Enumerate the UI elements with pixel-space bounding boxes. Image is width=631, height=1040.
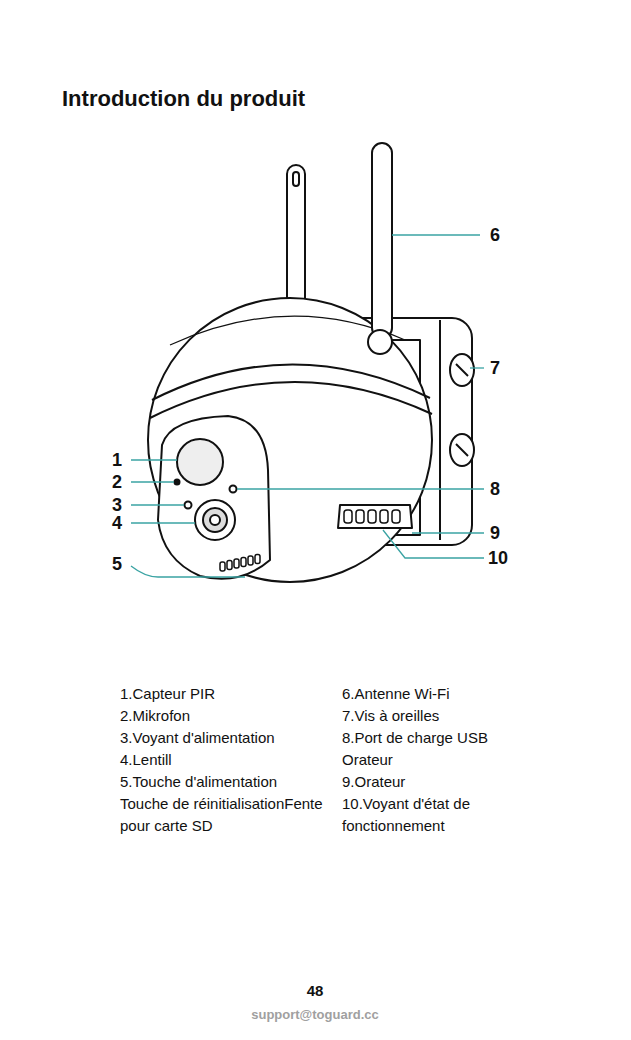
part-name: 7.Vis à oreilles [342, 705, 517, 727]
page-title: Introduction du produit [62, 86, 305, 112]
callout-number: 7 [490, 357, 500, 379]
callout-number: 5 [112, 553, 122, 575]
power-led [185, 502, 192, 509]
leader-line [237, 488, 484, 489]
leader-lines [131, 235, 484, 577]
antenna [372, 143, 392, 338]
support-email: support@toguard.cc [251, 1004, 379, 1026]
part-name: 2.Mikrofon [120, 705, 320, 727]
pir-sensor [177, 439, 223, 485]
leader-line [131, 566, 245, 577]
leader-line [412, 532, 484, 533]
grille-slot [248, 556, 253, 565]
leader-line [131, 522, 195, 523]
speaker-slot [344, 510, 352, 523]
antenna-hole [293, 172, 299, 186]
speaker-slot [368, 510, 376, 523]
part-name: 5.Touche d'alimentation Touche de réinit… [120, 771, 325, 837]
grille-slot [255, 555, 260, 564]
part-name: 9.Orateur [342, 771, 517, 793]
lens [203, 508, 227, 532]
microphone [175, 480, 180, 485]
callout-number: 1 [112, 449, 122, 471]
callout-number: 2 [112, 471, 122, 493]
speaker-slot [356, 510, 364, 523]
speaker-slot [380, 510, 388, 523]
part-name: 1.Capteur PIR [120, 683, 320, 705]
part-name: 3.Voyant d'alimentation [120, 727, 325, 749]
part-name: 10.Voyant d'état de fonctionnement [342, 793, 512, 837]
callout-number: 4 [112, 512, 122, 534]
leader-line [131, 459, 177, 460]
antenna-joint [368, 330, 392, 354]
grille-slot [241, 558, 246, 567]
speaker-slot [392, 510, 400, 523]
usb-port [230, 486, 237, 493]
mount-edge [439, 320, 441, 540]
face-plate [158, 416, 270, 579]
ear-screw [450, 434, 474, 466]
callout-number: 8 [490, 478, 500, 500]
grille-slot [234, 559, 239, 568]
callout-number: 10 [488, 547, 508, 569]
leader-line [131, 481, 174, 482]
ear-screw [450, 354, 474, 386]
leader-line [470, 367, 484, 368]
callout-number: 9 [490, 522, 500, 544]
grille-slot [220, 562, 225, 571]
screw-slot [456, 444, 468, 456]
lens-glint [210, 515, 220, 525]
leader-line [392, 234, 480, 235]
speaker-plate [338, 505, 412, 528]
dome [148, 298, 432, 582]
page-number: 48 [307, 980, 324, 1002]
screw-slot [456, 364, 468, 376]
lens-ring [195, 500, 235, 540]
callout-number: 6 [490, 224, 500, 246]
grille-slot [227, 561, 232, 570]
part-name: 6.Antenne Wi-Fi [342, 683, 517, 705]
part-name: 4.Lentill [120, 749, 320, 771]
part-name: 8.Port de charge USB Orateur [342, 727, 507, 771]
callout-number: 3 [112, 494, 122, 516]
leader-line [131, 504, 184, 505]
dome-band [150, 382, 432, 418]
leader-line [383, 530, 484, 558]
